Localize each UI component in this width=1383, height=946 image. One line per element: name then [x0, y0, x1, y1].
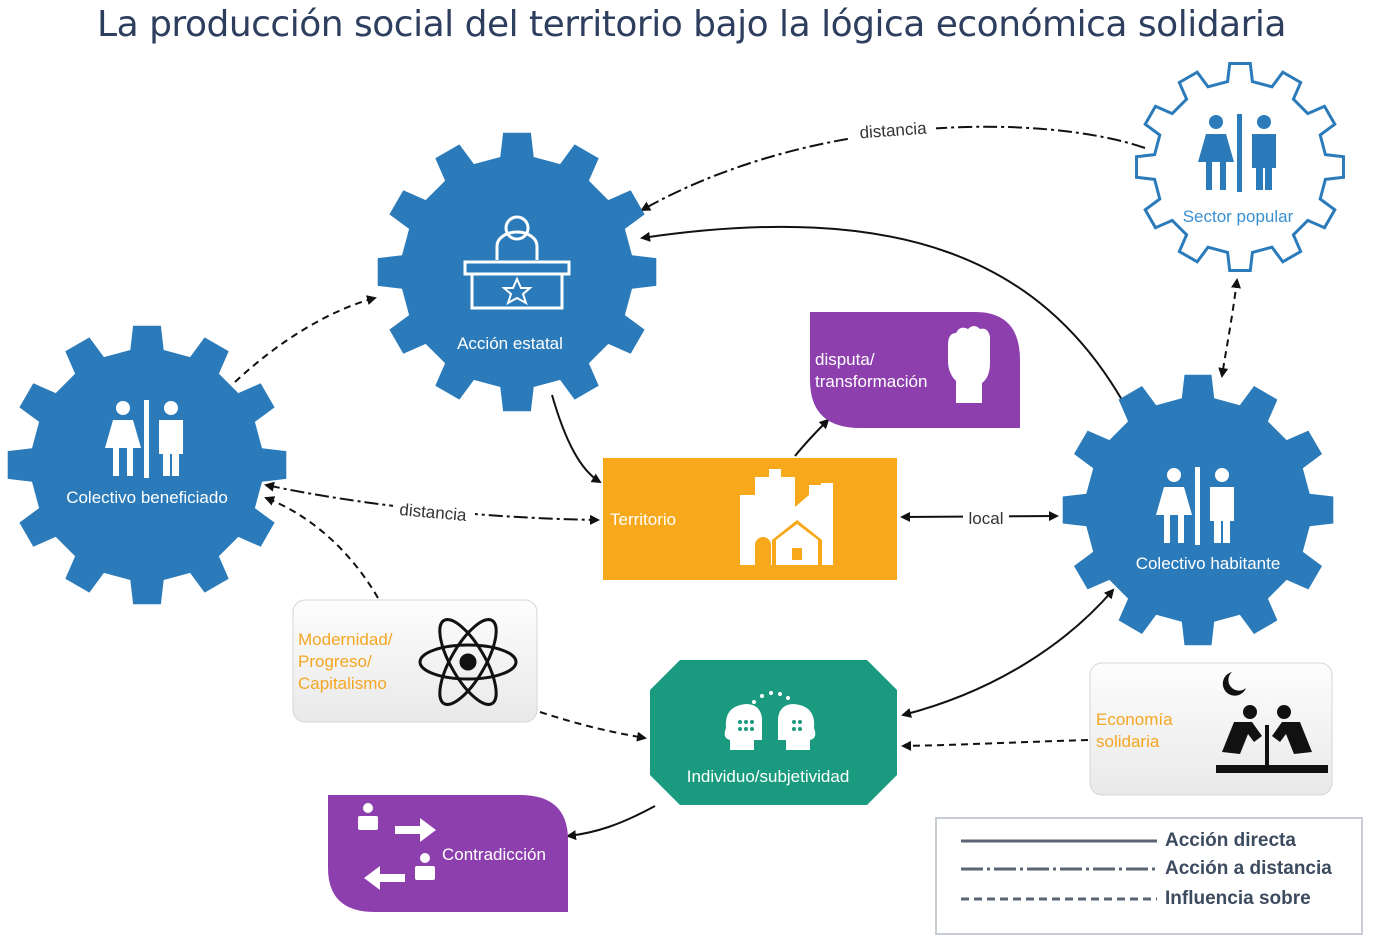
node-contradiccion: Contradicción: [328, 795, 568, 912]
legend-item-distance: Acción a distancia: [959, 858, 1332, 879]
gear-shape: [377, 132, 657, 412]
dashed-line-swatch: [961, 897, 1157, 901]
two-minds-icon: [724, 691, 816, 750]
edge-habitante-to-accion-direct: [640, 225, 1123, 401]
official-desk-icon: [463, 215, 571, 310]
node-label-territorio: Territorio: [610, 510, 676, 529]
raised-fist-icon: [948, 326, 990, 403]
legend-label-influence: Influencia sobre: [1165, 888, 1311, 909]
node-label-modernidad: Modernidad/: [298, 630, 393, 649]
exchange-arrows-icon: [358, 803, 436, 890]
node-label-disputa: disputa/: [815, 350, 875, 369]
gear-accion-estatal: Acción estatal: [377, 132, 657, 412]
node-individuo-subjetividad: Individuo/subjetividad: [650, 660, 897, 805]
node-label-contradiccion: Contradicción: [442, 845, 546, 864]
edge-individuo-to-contradiccion-direct: [566, 805, 656, 841]
people-icon: [1156, 467, 1234, 545]
node-label-transformacion: transformación: [815, 372, 927, 391]
people-icon: [105, 400, 183, 478]
edge-sector-habitante-influence: [1218, 278, 1241, 378]
node-label-progreso: Progreso/: [298, 652, 372, 671]
node-label-economia: Economía: [1096, 710, 1173, 729]
edge-label-local: local: [969, 509, 1004, 528]
node-modernidad: Modernidad/ Progreso/ Capitalismo: [292, 599, 538, 723]
node-economia-solidaria: Economía solidaria: [1089, 662, 1333, 796]
gear-label-colectivo-beneficiado: Colectivo beneficiado: [66, 488, 228, 507]
node-label-individuo: Individuo/subjetividad: [687, 767, 850, 786]
gear-colectivo-habitante: Colectivo habitante: [1062, 374, 1334, 646]
edge-territorio-to-disputa-direct: [794, 418, 830, 457]
node-territorio: Territorio: [603, 458, 897, 580]
gear-colectivo-beneficiado: Colectivo beneficiado: [7, 325, 287, 605]
node-label-solidaria: solidaria: [1096, 732, 1160, 751]
edge-label-distancia-top: distancia: [859, 119, 928, 143]
solid-line-swatch: [961, 839, 1157, 843]
legend: Acción directa Acción a distancia Influe…: [935, 817, 1363, 935]
gear-label-accion-estatal: Acción estatal: [457, 334, 563, 353]
dash-dot-line-swatch: [961, 867, 1157, 871]
edge-accion-to-territorio-direct: [551, 394, 602, 484]
legend-item-direct: Acción directa: [959, 830, 1296, 851]
edge-modernidad-to-beneficiado-influence: [264, 496, 379, 599]
edge-sector-to-accion-distance: [640, 125, 1146, 211]
diagram-title: La producción social del territorio bajo…: [97, 4, 1286, 45]
edge-modernidad-to-individuo-influence: [539, 711, 647, 742]
people-icon: [1198, 114, 1276, 192]
city-farm-icon: [740, 469, 833, 565]
people-planting-icon: [1216, 672, 1328, 773]
node-label-capitalismo: Capitalismo: [298, 674, 387, 693]
edge-economia-to-individuo-influence: [901, 739, 1089, 751]
atom-icon: [418, 618, 518, 706]
legend-label-direct: Acción directa: [1165, 830, 1296, 851]
legend-item-influence: Influencia sobre: [959, 888, 1311, 909]
legend-label-distance: Acción a distancia: [1165, 858, 1332, 879]
edge-beneficiado-to-accion-influence: [234, 295, 377, 383]
edge-individuo-habitante-direct: [901, 588, 1115, 718]
node-disputa-transformacion: disputa/ transformación: [810, 312, 1020, 428]
gear-label-sector-popular: Sector popular: [1183, 207, 1294, 226]
gear-sector-popular: Sector popular: [1135, 62, 1345, 272]
gear-label-colectivo-habitante: Colectivo habitante: [1136, 554, 1281, 573]
